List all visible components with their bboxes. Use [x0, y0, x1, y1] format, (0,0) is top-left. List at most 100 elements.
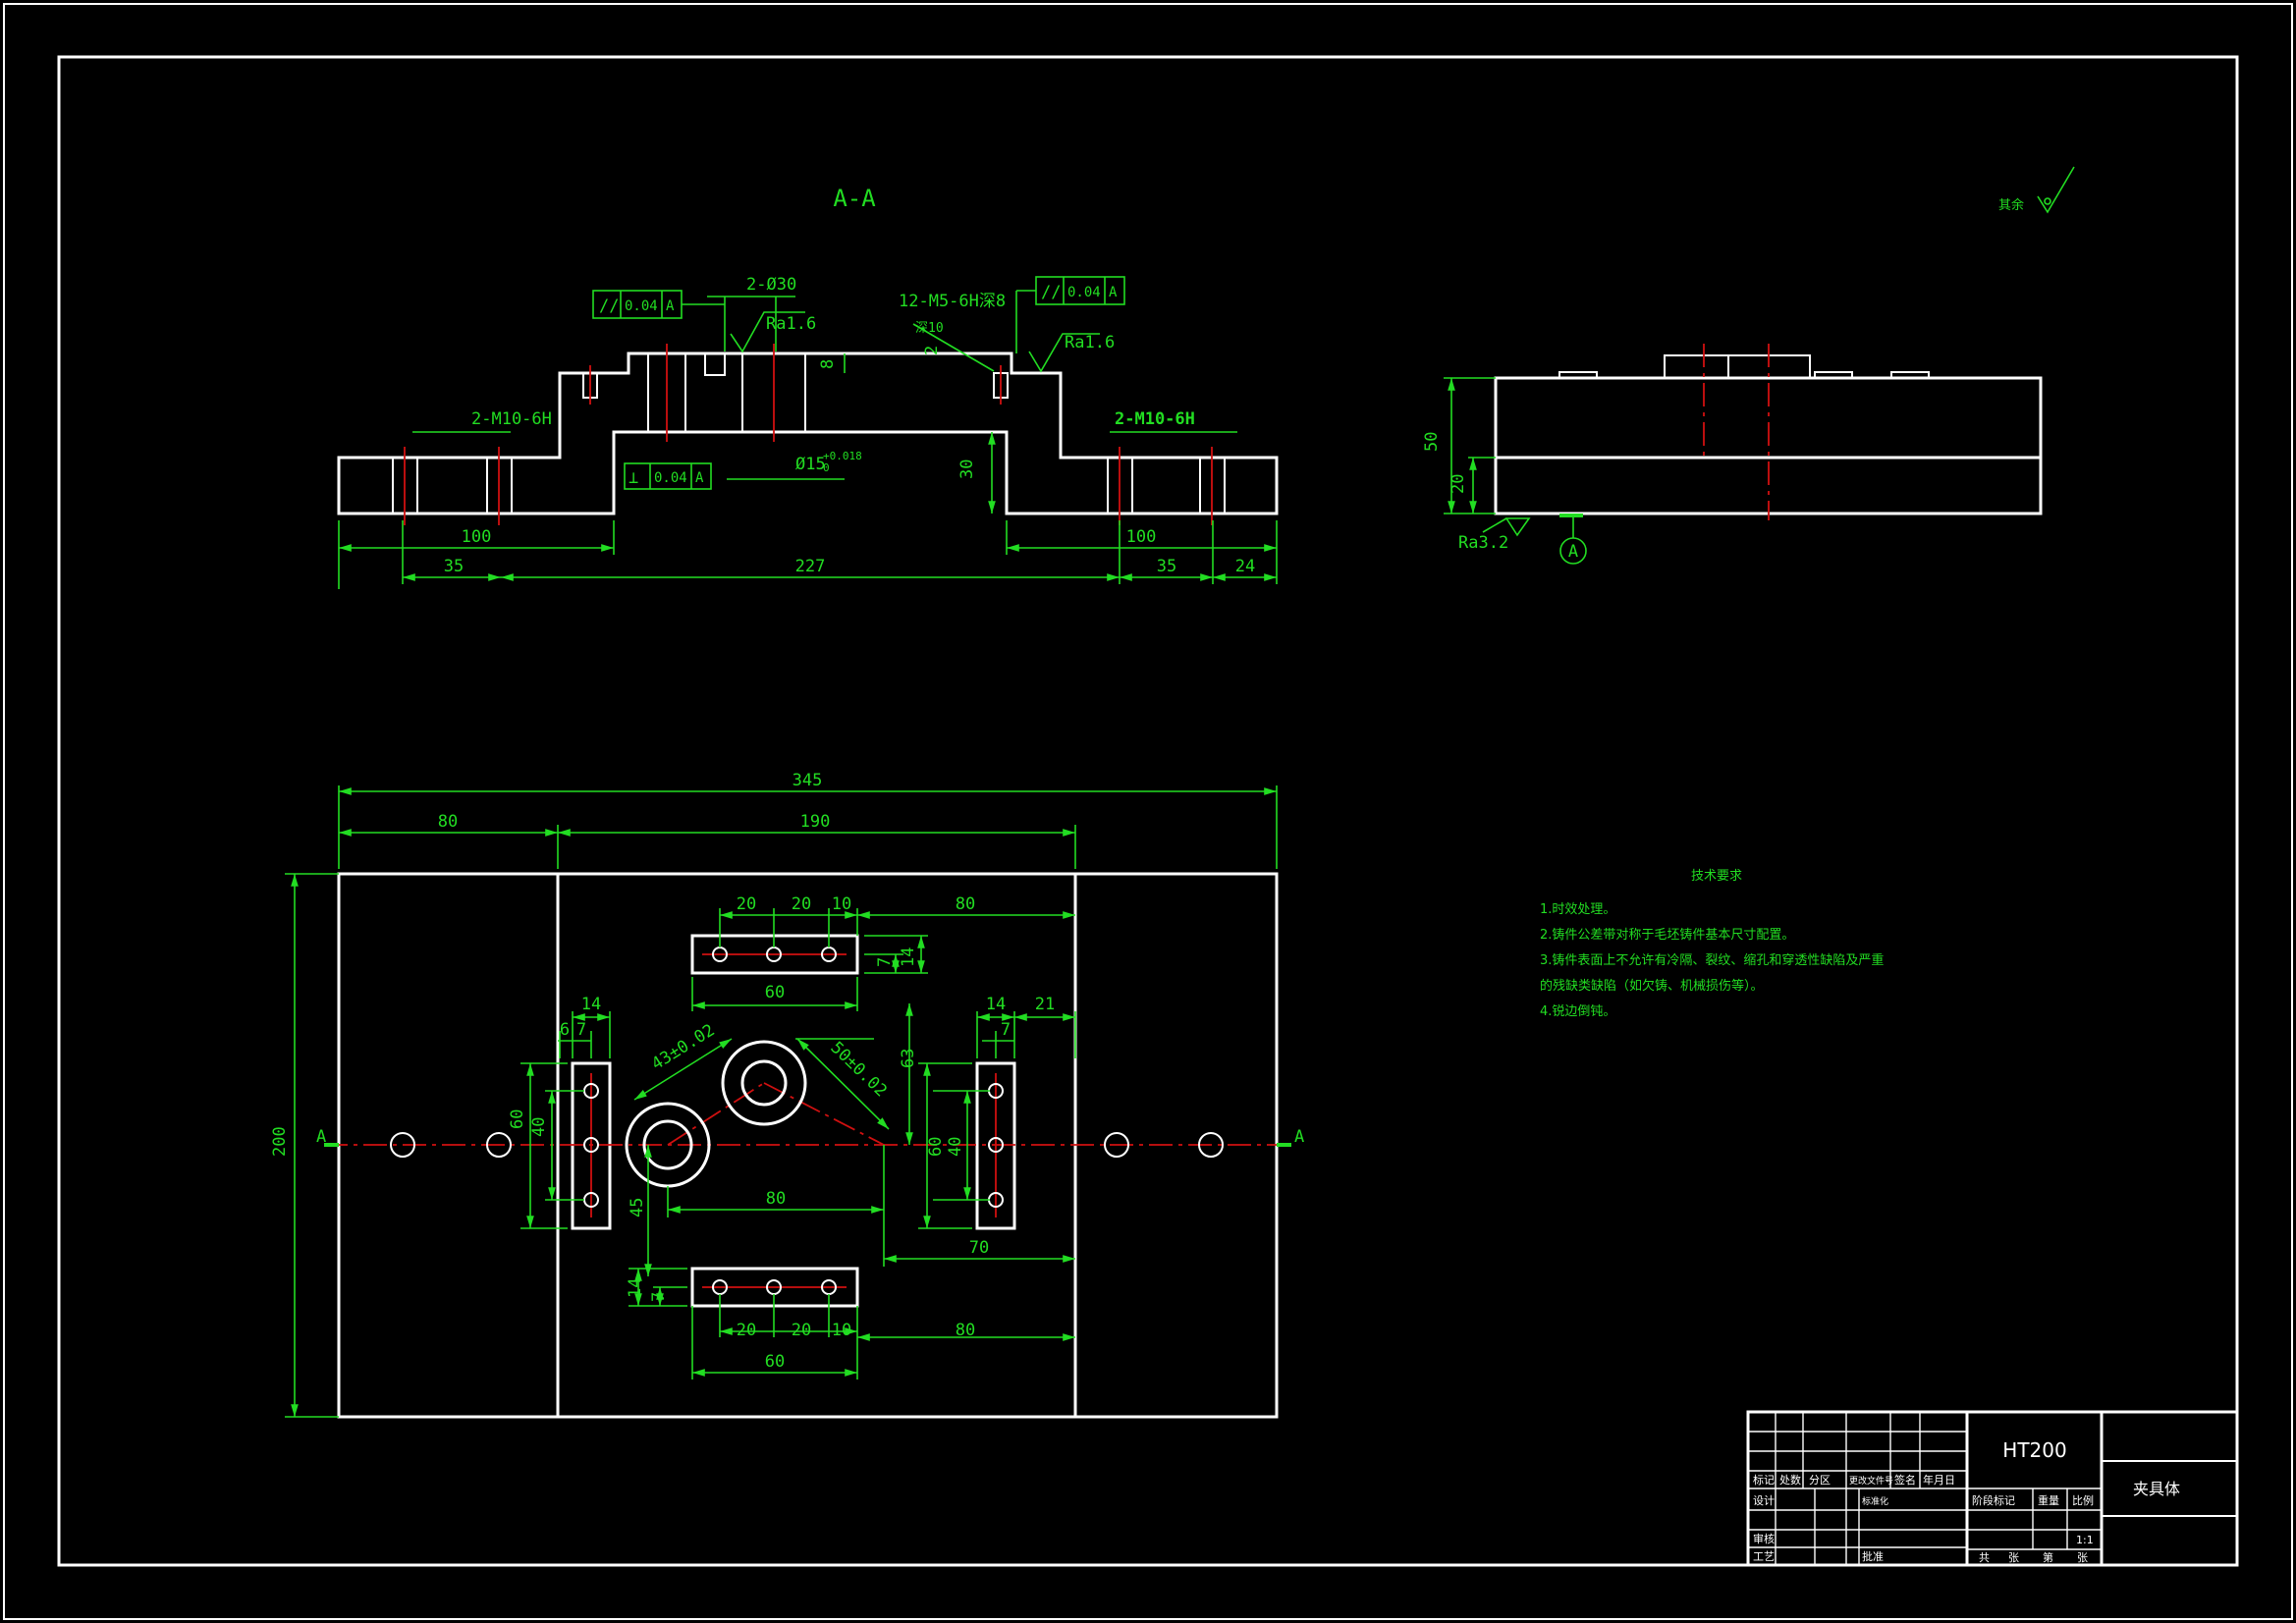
section-mark-right: A — [1294, 1127, 1304, 1147]
tb-r3: 审核 — [1753, 1532, 1775, 1545]
top-10-label: 10 — [832, 894, 851, 914]
bottom-7-label: 7 — [649, 1292, 669, 1302]
tb-scale: 1:1 — [2076, 1534, 2094, 1546]
gdt-1-datum: A — [666, 298, 675, 314]
gdt-1-value: 0.04 — [625, 298, 658, 314]
plan-dim-lines — [285, 785, 1278, 1418]
tb-h4: 更改文件号 — [1849, 1475, 1893, 1487]
len-100-left-label: 100 — [462, 527, 492, 547]
tech-note-2: 2.铸件公差带对称于毛坯铸件基本尺寸配置。 — [1540, 927, 1794, 943]
gdt-3-datum: A — [695, 470, 704, 486]
boss-70-label: 70 — [969, 1238, 989, 1258]
gdt-3-value: 0.04 — [654, 470, 687, 486]
tapped-holes-label: 12-M5-6H深8 — [899, 292, 1006, 311]
tb-f3: 第 — [2043, 1550, 2053, 1564]
tech-note-3: 3.铸件表面上不允许有冷隔、裂纹、缩孔和穿透性缺陷及严重 — [1540, 952, 1884, 968]
bore-label: Ø15 — [795, 455, 826, 474]
right-7-label: 7 — [1001, 1020, 1011, 1040]
tech-note-5: 4.锐边倒钝。 — [1540, 1004, 1615, 1019]
len-227-label: 227 — [795, 557, 826, 576]
boss-80-label: 80 — [766, 1189, 786, 1209]
boss-50-label: 50±0.02 — [827, 1038, 891, 1101]
bore-tol-lower: 0 — [823, 461, 830, 474]
roughness-ra32: Ra3.2 — [1458, 533, 1508, 553]
tb-r1: 设计 — [1753, 1494, 1775, 1507]
plan-mid-label: 190 — [800, 812, 831, 832]
tapped-depth-label: 深10 — [915, 321, 944, 336]
plan-height-label: 200 — [270, 1126, 290, 1157]
section-title: A-A — [833, 185, 876, 212]
top-14-label: 14 — [899, 947, 918, 967]
plan-view — [324, 872, 1291, 1419]
tb-h3: 分区 — [1809, 1474, 1831, 1487]
tb-f4: 张 — [2077, 1551, 2088, 1564]
bottom-20b-label: 20 — [792, 1321, 811, 1340]
len-35-right-label: 35 — [1157, 557, 1176, 576]
roughness-ra16-right: Ra1.6 — [1065, 333, 1115, 352]
gdt-3-symbol: ⊥ — [629, 468, 638, 488]
bottom-20a-label: 20 — [737, 1321, 756, 1340]
left-40-label: 40 — [529, 1117, 549, 1137]
depth-small-label: 2 — [922, 346, 942, 355]
gdt-frame-1: // 0.04 A — [592, 290, 683, 319]
gdt-1-symbol: // — [599, 297, 619, 316]
depth-8-label: 8 — [818, 359, 838, 369]
left-14-label: 14 — [581, 995, 601, 1014]
inner-border — [57, 55, 2239, 1567]
bore-tol-upper: +0.018 — [823, 450, 862, 462]
tb-r2: 标准化 — [1862, 1495, 1888, 1507]
side-view — [1444, 344, 2043, 565]
side-h20-label: 20 — [1449, 474, 1468, 494]
len-24-label: 24 — [1235, 557, 1255, 576]
roughness-symbols — [730, 166, 2075, 537]
bottom-14-label: 14 — [626, 1278, 645, 1298]
boss-43-label: 43±0.02 — [648, 1020, 718, 1074]
boss-63-label: 63 — [899, 1049, 918, 1068]
right-60-label: 60 — [926, 1137, 946, 1157]
title-block: HT200 夹具体 标记 处数 分区 更改文件号 签名 年月日 设计 标准化 审… — [1746, 1410, 2239, 1567]
bottom-80-label: 80 — [956, 1321, 975, 1340]
tech-note-4: 的残缺类缺陷（如欠铸、机械损伤等）。 — [1540, 978, 1764, 994]
top-20b-label: 20 — [792, 894, 811, 914]
top-7-label: 7 — [875, 957, 895, 967]
top-60-label: 60 — [765, 983, 785, 1002]
tb-h5: 签名 — [1894, 1473, 1916, 1487]
left-7-label: 7 — [576, 1020, 586, 1040]
plan-left-label: 80 — [438, 812, 458, 832]
tech-notes: 技术要求 1.时效处理。 2.铸件公差带对称于毛坯铸件基本尺寸配置。 3.铸件表… — [1540, 869, 1884, 1019]
section-mark-left: A — [316, 1127, 326, 1147]
tb-c2: 重量 — [2038, 1493, 2059, 1507]
right-14-label: 14 — [986, 995, 1006, 1014]
material-label: HT200 — [2002, 1438, 2066, 1462]
boss-45-label: 45 — [628, 1198, 647, 1217]
bore-pair-label: 2-Ø30 — [746, 275, 796, 295]
tb-h6: 年月日 — [1923, 1473, 1955, 1487]
gdt-2-value: 0.04 — [1067, 285, 1101, 300]
top-20a-label: 20 — [737, 894, 756, 914]
left-6-label: 6 — [560, 1020, 570, 1040]
roughness-ra16-left: Ra1.6 — [766, 314, 816, 334]
section-view — [337, 344, 1279, 525]
outer-border — [3, 3, 2293, 1620]
gdt-frame-3: ⊥ 0.04 A — [624, 462, 712, 490]
bottom-60-label: 60 — [765, 1352, 785, 1372]
gdt-frame-2: // 0.04 A — [1015, 276, 1125, 353]
right-21-label: 21 — [1035, 995, 1055, 1014]
tech-notes-title: 技术要求 — [1691, 869, 1742, 884]
tb-c3: 比例 — [2072, 1493, 2094, 1507]
tb-f1: 共 — [1979, 1551, 1990, 1564]
tb-h1: 标记 — [1753, 1473, 1775, 1487]
tb-f2: 张 — [2008, 1551, 2019, 1564]
tb-h2: 处数 — [1779, 1474, 1801, 1487]
side-thread-right-label: 2-M10-6H — [1115, 409, 1195, 429]
tb-r4: 工艺 — [1753, 1550, 1775, 1563]
left-60-label: 60 — [508, 1109, 527, 1129]
right-40-label: 40 — [946, 1137, 965, 1157]
section-dim-lines — [338, 296, 1278, 589]
tb-r5: 批准 — [1862, 1549, 1884, 1563]
side-h50-label: 50 — [1422, 432, 1442, 452]
height-30-label: 30 — [957, 460, 977, 479]
len-100-right-label: 100 — [1126, 527, 1157, 547]
plan-total-label: 345 — [793, 771, 823, 790]
